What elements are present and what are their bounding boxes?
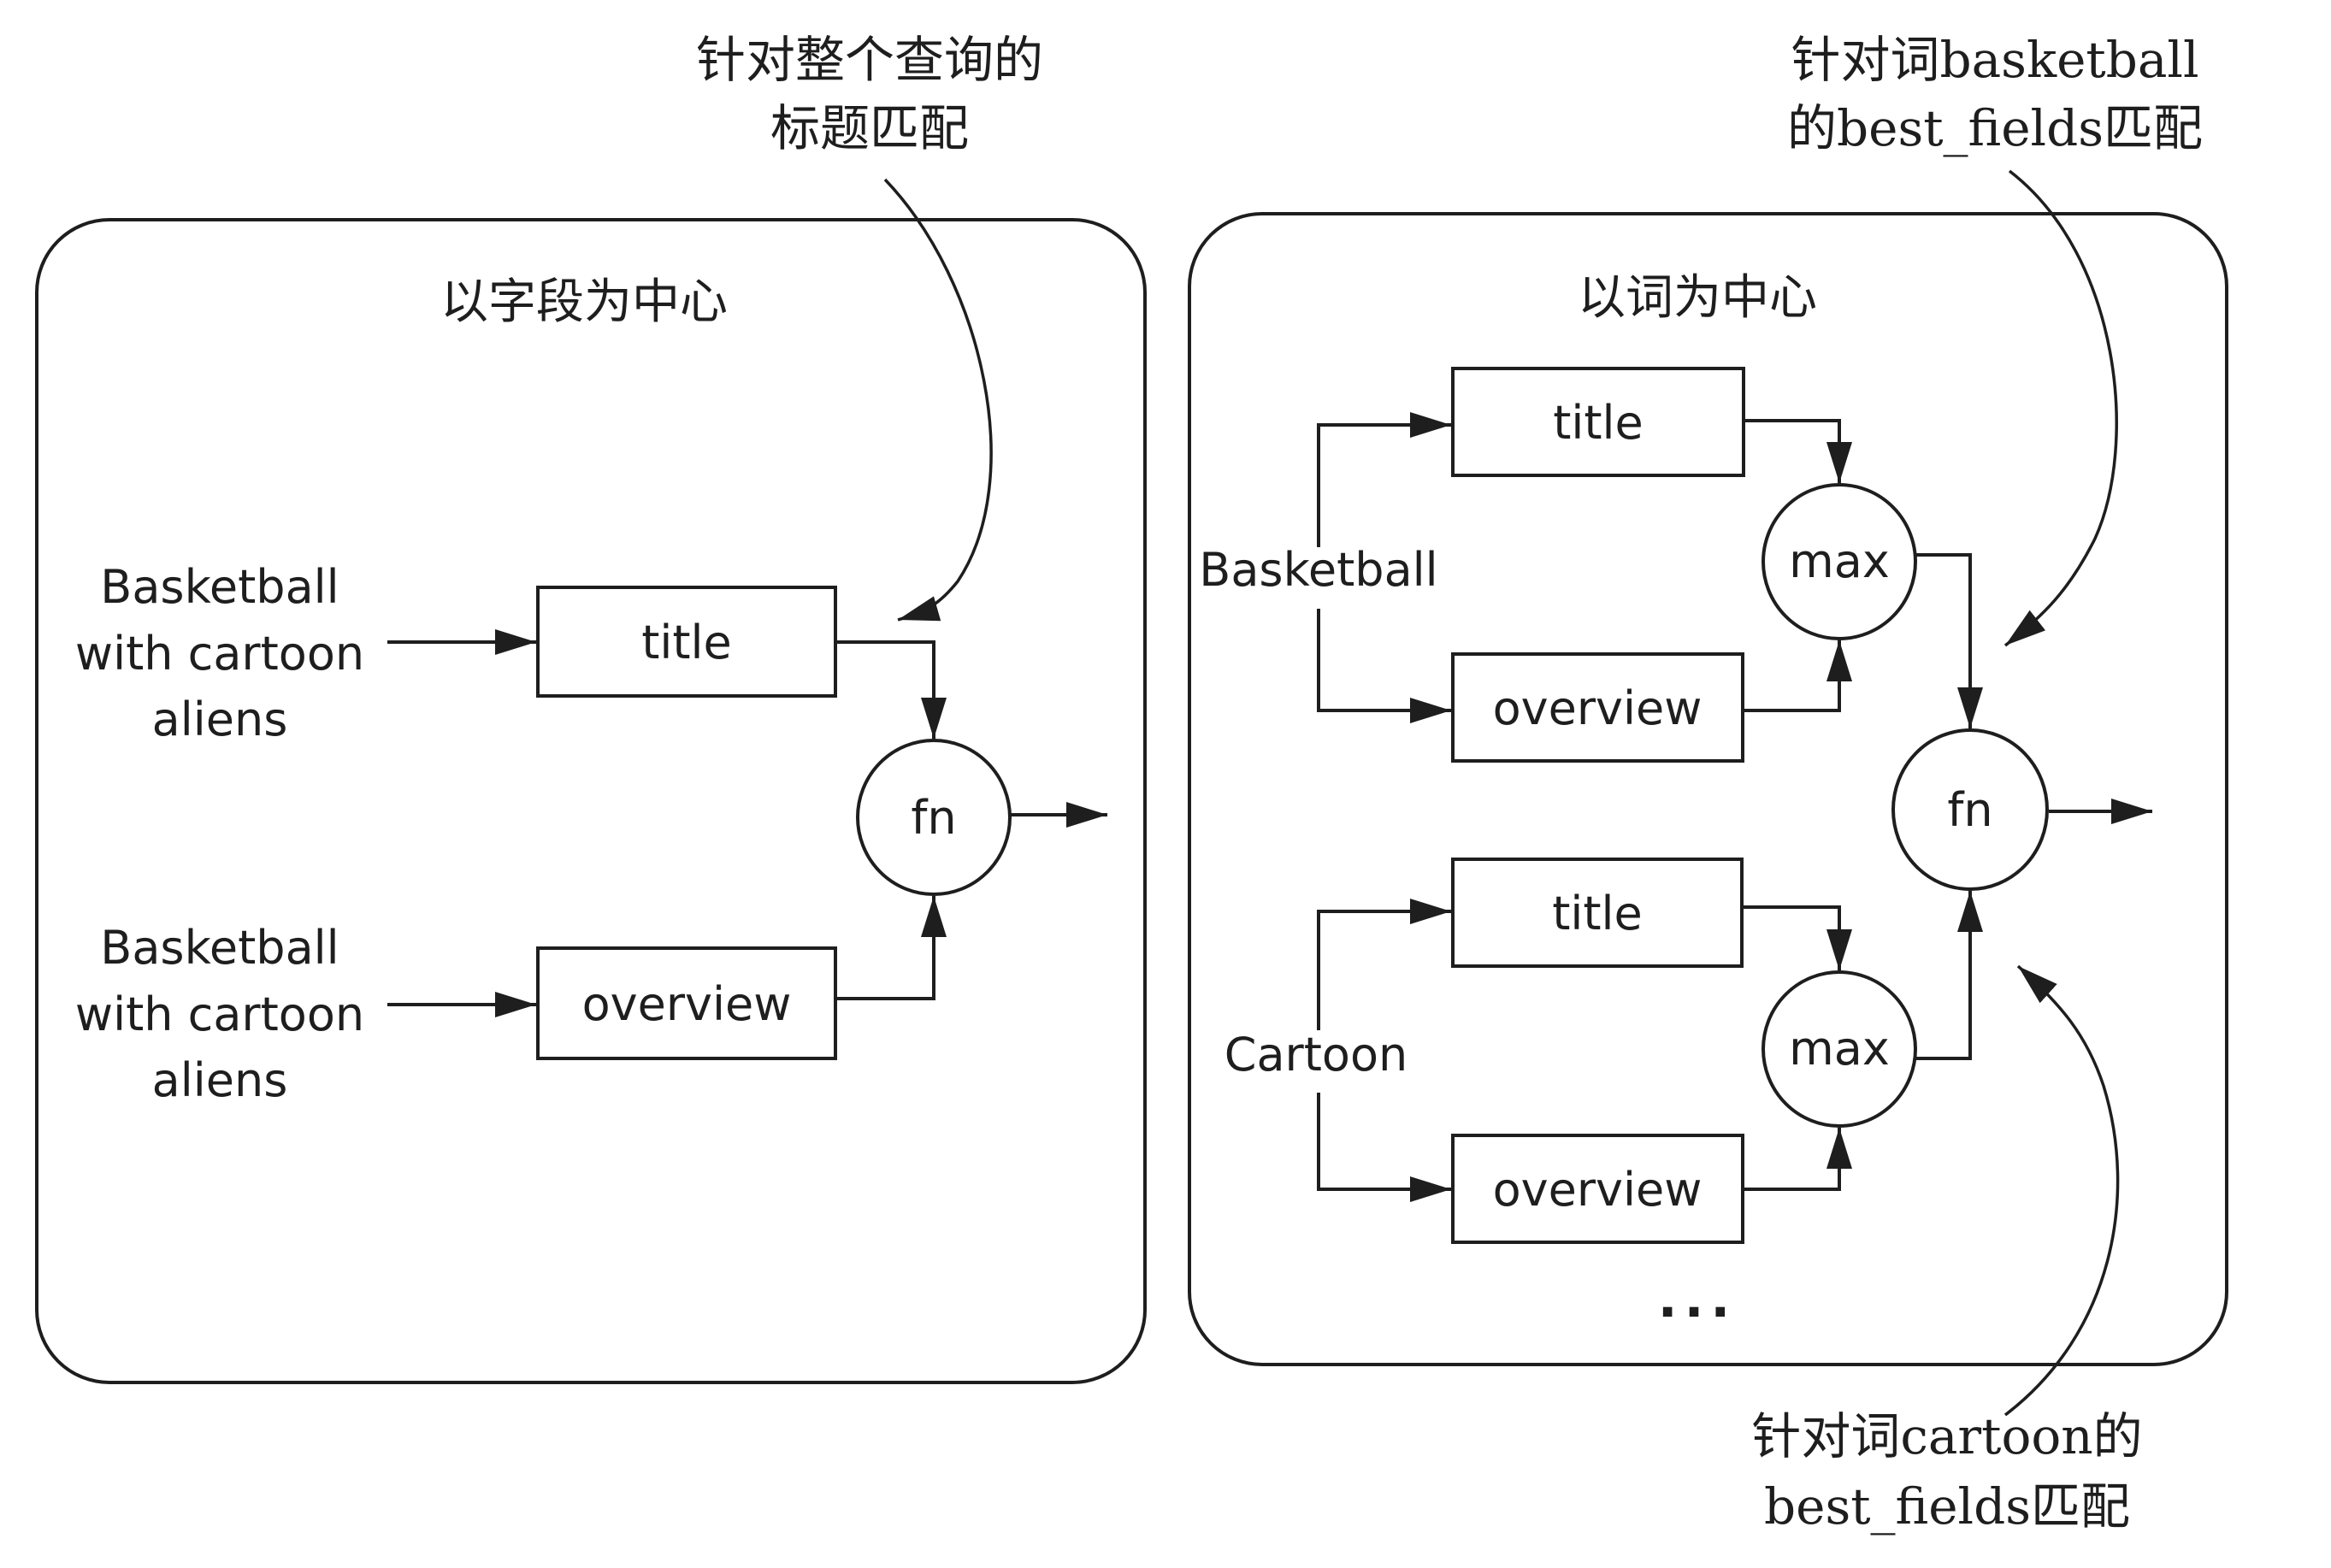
left-fn-label: fn [911,791,956,845]
annotation-top-right-line1: 针对词basketball [1791,31,2198,89]
left-input-2-line2: with cartoon [75,987,364,1041]
left-input-1-line2: with cartoon [75,627,364,681]
term-group-cartoon: Cartoon title overview max [1225,858,1983,1244]
left-field-overview-box: overview [536,946,837,1060]
left-arrow-title-to-fn [835,640,947,739]
cartoon-overview-box: overview [1451,1134,1744,1244]
annotation-basketball-best-fields: 针对词basketball 的best_fields匹配 [1787,31,2203,647]
left-input-2-line3: aliens [152,1053,288,1107]
arrow-basketball-to-overview [1317,609,1451,723]
arrow-cartoon-to-overview [1317,1093,1451,1202]
left-fn-node: fn [856,739,1012,896]
arrow-cartoon-overview-to-max [1743,1128,1852,1191]
basketball-overview-label: overview [1493,681,1703,735]
left-panel-title: 以字段为中心 [440,274,728,330]
basketball-title-box: title [1451,367,1745,477]
annotation-bottom-right-arrow [2003,964,2120,1417]
right-fn-node: fn [1891,728,2049,891]
left-input-2: Basketball with cartoon aliens [75,921,364,1107]
annotation-top-left-line1: 针对整个查询的 [696,31,1043,89]
basketball-max-node: max [1762,483,1917,640]
cartoon-max-node: max [1762,970,1917,1128]
left-panel-frame [35,218,1147,1384]
arrow-basketball-to-title [1317,412,1451,547]
term-group-basketball: Basketball title overview max [1199,367,1983,763]
basketball-overview-box: overview [1451,652,1744,763]
right-fn-label: fn [1947,783,1992,837]
left-input-2-line1: Basketball [100,921,339,975]
basketball-title-label: title [1553,396,1644,450]
arrow-basketball-title-to-max [1744,419,1852,483]
basketball-max-label: max [1789,534,1890,588]
annotation-bottom-right-line1: 针对词cartoon的 [1751,1407,2142,1465]
arrow-basketball-max-to-fn [1915,553,1983,728]
arrow-basketball-overview-to-max [1743,640,1852,712]
arrow-cartoon-title-to-max [1742,905,1852,970]
right-panel-term-centric: 以词为中心 Basketball title overview max [1188,212,2228,1366]
annotation-top-left-line2: 标题匹配 [770,99,969,157]
left-arrow-overview-to-fn [835,896,947,1000]
annotation-top-left-arrow [883,178,993,622]
left-field-title-box: title [536,586,837,698]
annotation-top-right-arrow [2003,169,2118,647]
annotation-top-right-line2: 的best_fields匹配 [1787,99,2203,157]
left-field-title-label: title [641,616,732,669]
annotation-title-match: 针对整个查询的 标题匹配 [696,31,1043,622]
term-label-basketball: Basketball [1199,543,1437,597]
more-terms-ellipsis: ... [1658,1270,1737,1329]
cartoon-title-box: title [1451,858,1744,968]
cartoon-max-label: max [1789,1022,1890,1076]
cartoon-title-label: title [1552,887,1643,940]
right-panel-title: 以词为中心 [1578,270,1817,326]
cartoon-overview-label: overview [1493,1163,1703,1217]
left-input-1-line1: Basketball [100,560,339,614]
left-input-1-line3: aliens [152,693,288,746]
term-label-cartoon: Cartoon [1225,1028,1407,1082]
arrow-cartoon-max-to-fn [1915,891,1983,1060]
left-input-1: Basketball with cartoon aliens [75,560,364,746]
right-panel-frame [1188,212,2228,1366]
arrow-cartoon-to-title [1317,899,1451,1030]
left-panel-field-centric: 以字段为中心 Basketball with cartoon aliens Ba… [35,218,1147,1384]
left-field-overview-label: overview [582,977,792,1031]
annotation-bottom-right-line2: best_fields匹配 [1764,1477,2130,1536]
annotation-cartoon-best-fields: 针对词cartoon的 best_fields匹配 [1751,964,2143,1536]
